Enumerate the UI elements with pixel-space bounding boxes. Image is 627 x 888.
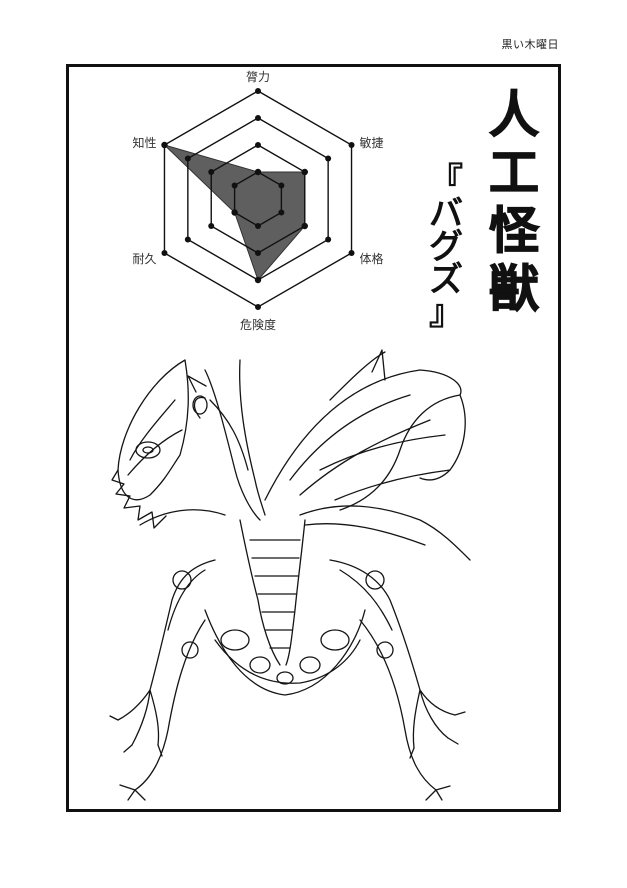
axis-label: 危険度 — [240, 317, 276, 332]
grid-dot — [255, 223, 261, 229]
grid-dot — [255, 304, 261, 310]
grid-dot — [348, 250, 355, 256]
grid-dot — [278, 182, 285, 189]
grid-dot — [208, 169, 215, 175]
grid-dot — [255, 115, 261, 121]
grid-dot — [255, 88, 261, 94]
title-char: 人 — [489, 86, 539, 144]
name-char: ズ — [429, 260, 463, 300]
grid-dot — [255, 250, 261, 256]
author-name: 黒い木曜日 — [501, 38, 559, 51]
data-point — [301, 222, 308, 230]
grid-dot — [325, 155, 332, 162]
name-char: 』 — [429, 293, 463, 333]
grid-dot — [255, 142, 261, 148]
title-char: 獣 — [489, 260, 539, 318]
data-point — [161, 141, 168, 149]
grid-dot — [278, 209, 285, 216]
grid-dot — [184, 236, 191, 243]
data-point — [254, 168, 262, 176]
grid-dot — [161, 250, 168, 256]
axis-label: 膂力 — [246, 69, 270, 84]
data-point — [231, 209, 238, 216]
axis-label: 知性 — [132, 136, 156, 150]
title-char: 怪 — [489, 202, 540, 260]
axis-label: 敏捷 — [360, 135, 384, 150]
grid-dot — [184, 155, 191, 162]
data-point — [254, 276, 262, 284]
axis-label: 体格 — [360, 251, 384, 266]
grid-dot — [325, 236, 332, 243]
grid-dot — [231, 182, 238, 189]
axis-label: 耐久 — [132, 252, 156, 266]
grid-dot — [348, 142, 355, 148]
name-char: 『 — [429, 161, 463, 201]
creature-illustration — [109, 349, 471, 801]
monster-name: 『バグズ』 — [429, 161, 463, 333]
name-char: バ — [429, 194, 463, 234]
title-char: 工 — [489, 144, 539, 202]
page-frame — [66, 64, 561, 812]
data-point — [301, 168, 308, 176]
grid-dot — [208, 223, 215, 229]
name-char: グ — [429, 227, 463, 267]
